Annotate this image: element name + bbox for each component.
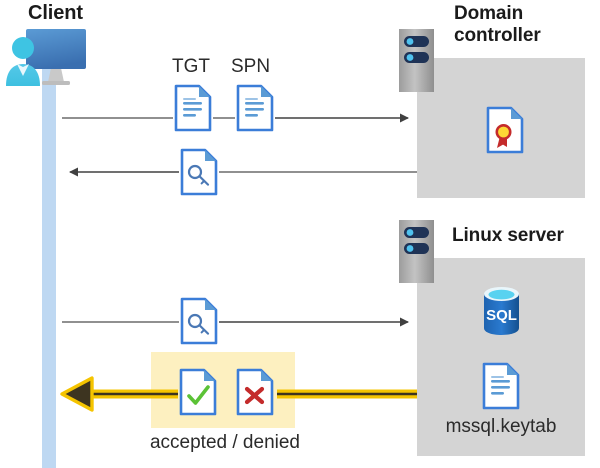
dc-title-line2: controller [454,25,541,47]
spn-label: SPN [231,56,271,77]
tgt-label: TGT [172,56,210,77]
document-x-icon-denied [236,368,274,416]
sql-database-icon: SQL [484,287,519,335]
client-lifeline [42,62,56,468]
keytab-document-icon [482,362,520,410]
linux-server-title: Linux server [452,225,564,246]
sql-label: SQL [486,307,517,324]
document-lines-icon-tgt [174,84,212,132]
server-rack-icon-linux-server [399,220,434,283]
user-with-monitor-icon [6,29,86,86]
document-check-icon-accepted [179,368,217,416]
server-rack-icon-domain-controller [399,29,434,92]
certificate-document-icon [486,106,524,154]
domain-controller-title: Domain controller [454,3,594,48]
document-key-icon-ticket-reply [180,148,218,196]
accepted-denied-caption: accepted / denied [149,432,300,453]
document-key-icon-ticket-present [180,297,218,345]
keytab-filename-label: mssql.keytab [445,416,557,437]
dc-title-line1: Domain [454,3,524,24]
arrow-linux-to-client [60,376,417,412]
document-lines-icon-spn [236,84,274,132]
client-title: Client [28,2,83,24]
